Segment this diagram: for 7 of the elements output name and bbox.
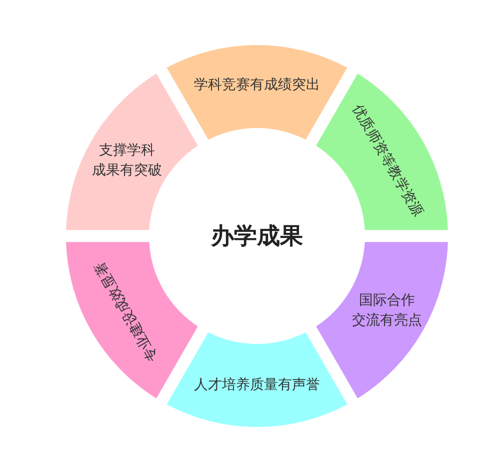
segment-label: 国际合作交流有亮点 [352,291,422,330]
segment-label: 优质师资等教学资源 [348,102,427,220]
segment-label: 人才培养质量有声誉 [194,376,320,396]
segment-label: 支撑学科成果有突破 [92,141,162,180]
segment-label: 学科竞赛有成绩突出 [194,76,320,96]
center-title: 办学成果 [211,222,303,252]
segment-label: 专业建设成效显著 [90,258,162,364]
